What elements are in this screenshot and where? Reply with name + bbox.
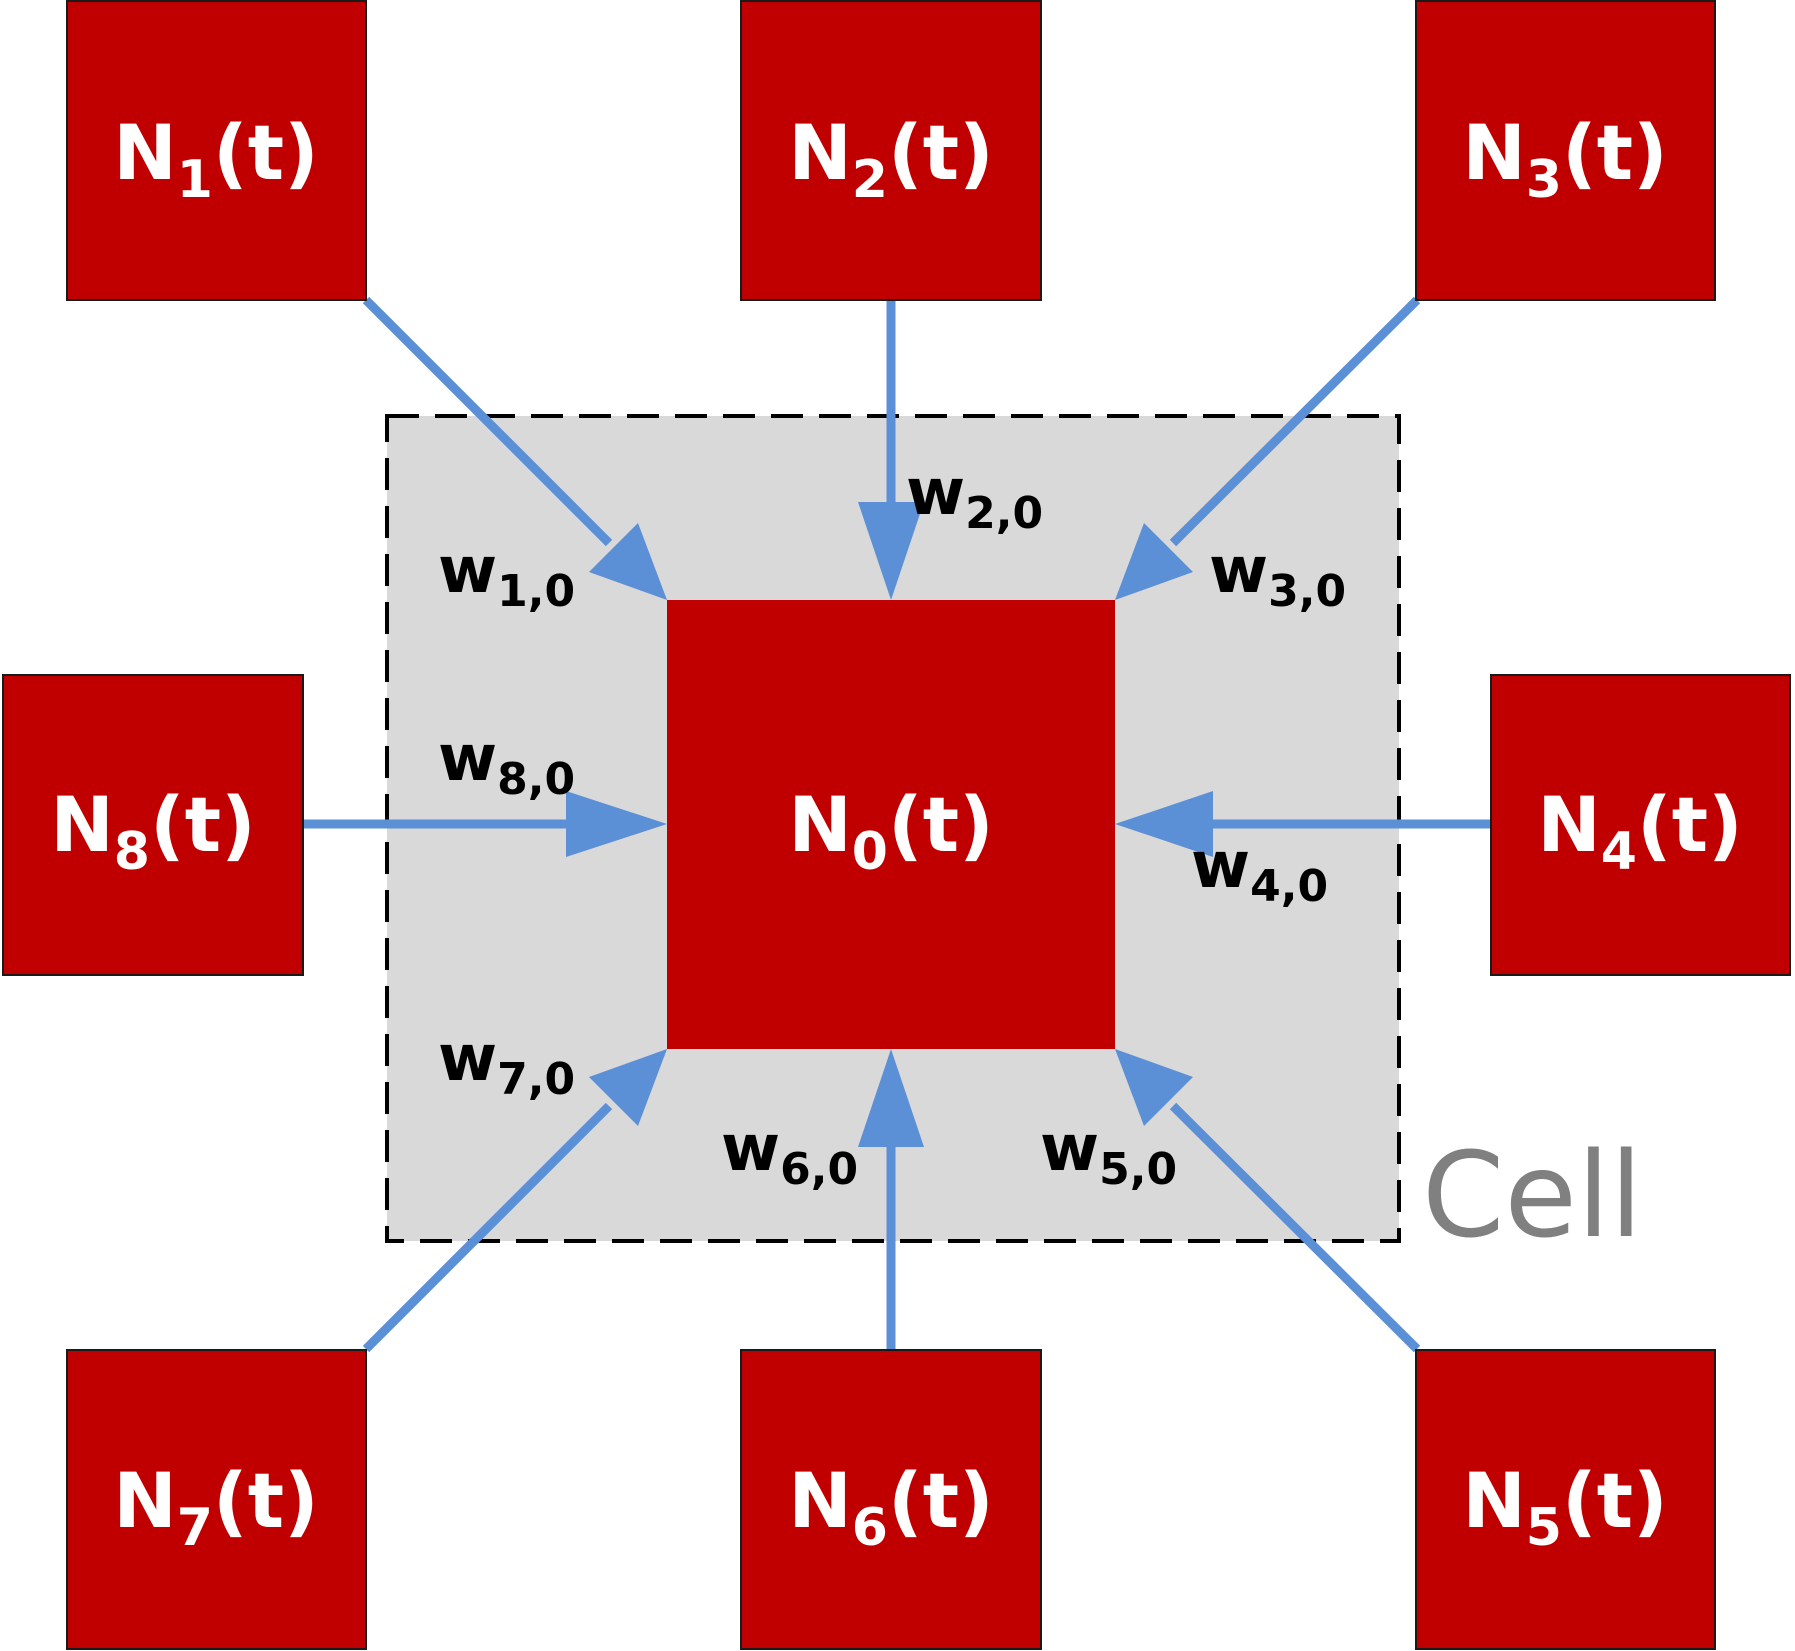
neighbor-node-n5: N5(t)	[1415, 1349, 1716, 1650]
neighbor-node-n8: N8(t)	[2, 674, 304, 976]
weight-label-w8: w8,0	[438, 722, 575, 805]
arrow-n7-to-n0	[362, 1049, 667, 1353]
arrow-n3-to-n0	[1115, 296, 1421, 600]
arrow-n6-to-n0	[858, 1049, 924, 1350]
arrow-n8-to-n0	[303, 791, 667, 857]
weight-label-w6: w6,0	[721, 1112, 858, 1195]
weight-label-w4: w4,0	[1191, 829, 1328, 912]
center-node-n0: N0(t)	[667, 600, 1115, 1049]
neighbor-node-label: N2(t)	[788, 108, 994, 210]
neighbor-node-label: N7(t)	[113, 1456, 319, 1558]
neighbor-node-label: N5(t)	[1462, 1456, 1668, 1558]
weight-label-w2: w2,0	[906, 456, 1043, 539]
neighbor-node-n4: N4(t)	[1490, 674, 1791, 976]
arrow-n1-to-n0	[362, 296, 667, 600]
neighbor-node-label: N8(t)	[50, 780, 256, 882]
neighbor-node-label: N6(t)	[788, 1456, 994, 1558]
center-node-box	[667, 600, 1115, 1049]
neighbor-node-n2: N2(t)	[740, 0, 1042, 301]
weight-label-w3: w3,0	[1209, 534, 1346, 617]
neighbor-node-label: N4(t)	[1537, 780, 1743, 882]
weight-label-w7: w7,0	[438, 1022, 575, 1105]
neighbor-node-n6: N6(t)	[740, 1349, 1042, 1650]
arrow-n2-to-n0	[858, 301, 924, 600]
cell-label: Cell	[1422, 1126, 1643, 1264]
arrows	[303, 296, 1491, 1353]
neighbor-node-label: N3(t)	[1462, 108, 1668, 210]
neighbor-node-n3: N3(t)	[1415, 0, 1716, 301]
neighbor-node-n1: N1(t)	[66, 0, 367, 301]
arrow-n5-to-n0	[1115, 1049, 1421, 1353]
weight-labels: w1,0 w2,0 w3,0 w4,0 w5,0 w6,0 w7,0 w8,0	[438, 456, 1346, 1195]
arrow-n4-to-n0	[1115, 791, 1491, 857]
weight-label-w5: w5,0	[1040, 1112, 1177, 1195]
weight-label-w1: w1,0	[438, 534, 575, 617]
neighbor-node-label: N1(t)	[113, 108, 319, 210]
neighbor-node-n7: N7(t)	[66, 1349, 367, 1650]
center-node-label: N0(t)	[788, 780, 994, 882]
